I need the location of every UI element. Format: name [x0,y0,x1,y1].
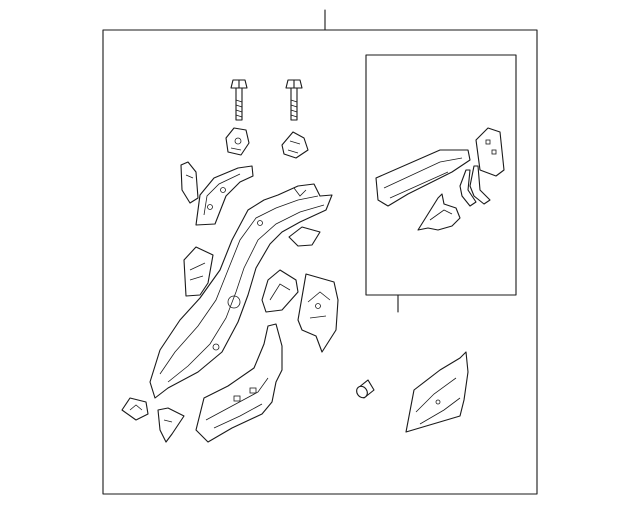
inset-brace-b[interactable] [469,165,491,205]
bracket-right[interactable] [281,131,309,159]
inset-crossmember[interactable] [375,149,471,207]
wheelhouse-panel[interactable] [405,351,469,433]
inset-brace-a[interactable] [459,169,477,207]
corner-bracket-a[interactable] [121,397,149,421]
side-bracket[interactable] [183,246,214,297]
main-frame [102,9,538,495]
rear-floor-extension[interactable] [195,323,283,443]
bolt-right[interactable] [285,79,303,121]
bracket-left[interactable] [225,127,250,156]
inset-bracket-tall[interactable] [475,127,505,177]
inner-bracket[interactable] [261,269,299,313]
corner-bracket-b[interactable] [157,407,185,443]
bolt-left[interactable] [230,79,248,121]
inset-gusset[interactable] [417,193,461,231]
small-gusset[interactable] [180,161,199,204]
upper-pillar-reinforcement[interactable] [195,165,254,226]
rear-rail-assembly[interactable] [149,183,333,399]
side-panel[interactable] [297,273,339,353]
plug[interactable] [354,379,375,400]
inset-frame [365,54,517,313]
small-plate[interactable] [288,226,321,247]
